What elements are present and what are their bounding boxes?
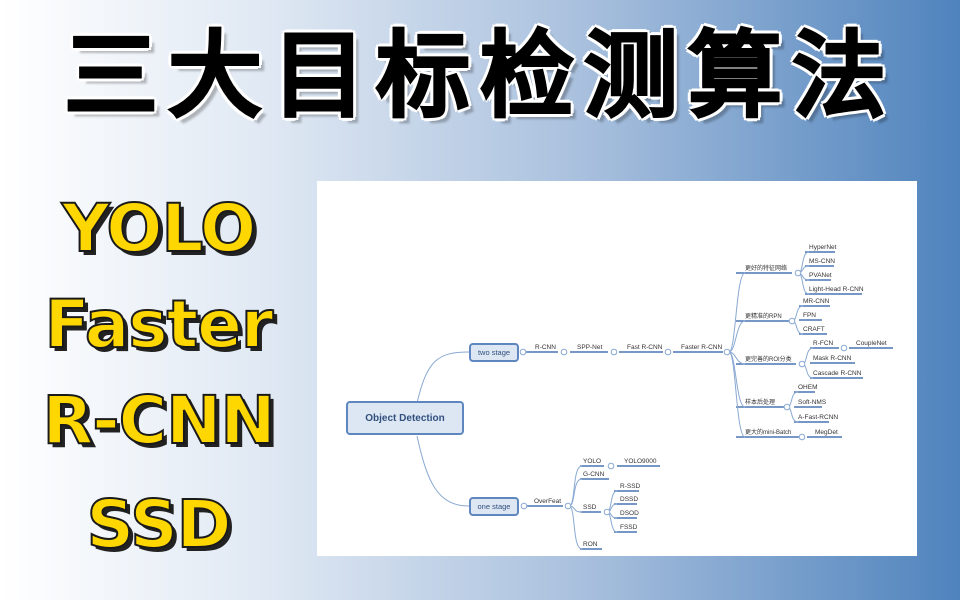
- node-r-ssd[interactable]: R-SSD: [620, 483, 641, 490]
- node-craft[interactable]: CRAFT: [803, 326, 825, 333]
- node-light-head-rcnn[interactable]: Light-Head R-CNN: [809, 286, 864, 293]
- node-g-cnn[interactable]: G-CNN: [583, 471, 605, 478]
- root-node[interactable]: Object Detection: [346, 401, 464, 435]
- node-megdet[interactable]: MegDet: [815, 429, 838, 436]
- branch-roi[interactable]: 更完善的ROI分类: [745, 357, 792, 363]
- node-a-fast-rcnn[interactable]: A-Fast-RCNN: [798, 414, 839, 421]
- node-overfeat[interactable]: OverFeat: [534, 498, 562, 505]
- node-mask-rcnn[interactable]: Mask R-CNN: [813, 355, 852, 362]
- branch-post-process[interactable]: 样本后处理: [745, 400, 776, 406]
- node-yolo9000[interactable]: YOLO9000: [624, 458, 657, 465]
- node-fast-rcnn[interactable]: Fast R-CNN: [627, 344, 663, 351]
- node-dssd[interactable]: DSSD: [620, 496, 639, 503]
- node-dsod[interactable]: DSOD: [620, 510, 639, 517]
- page-title: 三大目标检测算法: [63, 21, 896, 132]
- node-ron[interactable]: RON: [583, 541, 598, 548]
- algorithm-rcnn: R-CNN: [41, 381, 276, 460]
- branch-rpn[interactable]: 更精准的RPN: [745, 314, 782, 320]
- node-fpn[interactable]: FPN: [803, 312, 816, 319]
- node-hypernet[interactable]: HyperNet: [809, 244, 837, 251]
- node-cascade-rcnn[interactable]: Cascade R-CNN: [813, 370, 862, 377]
- one-stage-node[interactable]: one stage: [469, 497, 519, 516]
- branch-feature-net[interactable]: 更好的特征网络: [745, 266, 788, 272]
- two-stage-node[interactable]: two stage: [469, 343, 519, 362]
- branch-mini-batch[interactable]: 更大的mini-Batch: [745, 430, 792, 436]
- node-r-fcn[interactable]: R-FCN: [813, 340, 834, 347]
- node-faster-rcnn[interactable]: Faster R-CNN: [681, 344, 723, 351]
- algorithm-faster: Faster: [44, 285, 275, 364]
- node-soft-nms[interactable]: Soft-NMS: [798, 399, 827, 406]
- algorithm-ssd: SSD: [86, 485, 233, 564]
- node-ssd[interactable]: SSD: [583, 504, 597, 511]
- node-fssd[interactable]: FSSD: [620, 524, 638, 531]
- node-yolo[interactable]: YOLO: [583, 458, 602, 465]
- node-pvanet[interactable]: PVANet: [809, 272, 832, 279]
- node-ms-cnn[interactable]: MS-CNN: [809, 258, 835, 265]
- node-ohem[interactable]: OHEM: [798, 384, 818, 391]
- mindmap-connectors: [416, 251, 893, 550]
- mindmap-panel: Object Detection two stage one stage R-C…: [317, 181, 917, 556]
- node-mr-cnn[interactable]: MR-CNN: [803, 298, 830, 305]
- node-couplenet[interactable]: CoupleNet: [856, 340, 887, 347]
- algorithm-yolo: YOLO: [61, 189, 257, 268]
- node-rcnn[interactable]: R-CNN: [535, 344, 556, 351]
- node-spp-net[interactable]: SPP-Net: [577, 344, 603, 351]
